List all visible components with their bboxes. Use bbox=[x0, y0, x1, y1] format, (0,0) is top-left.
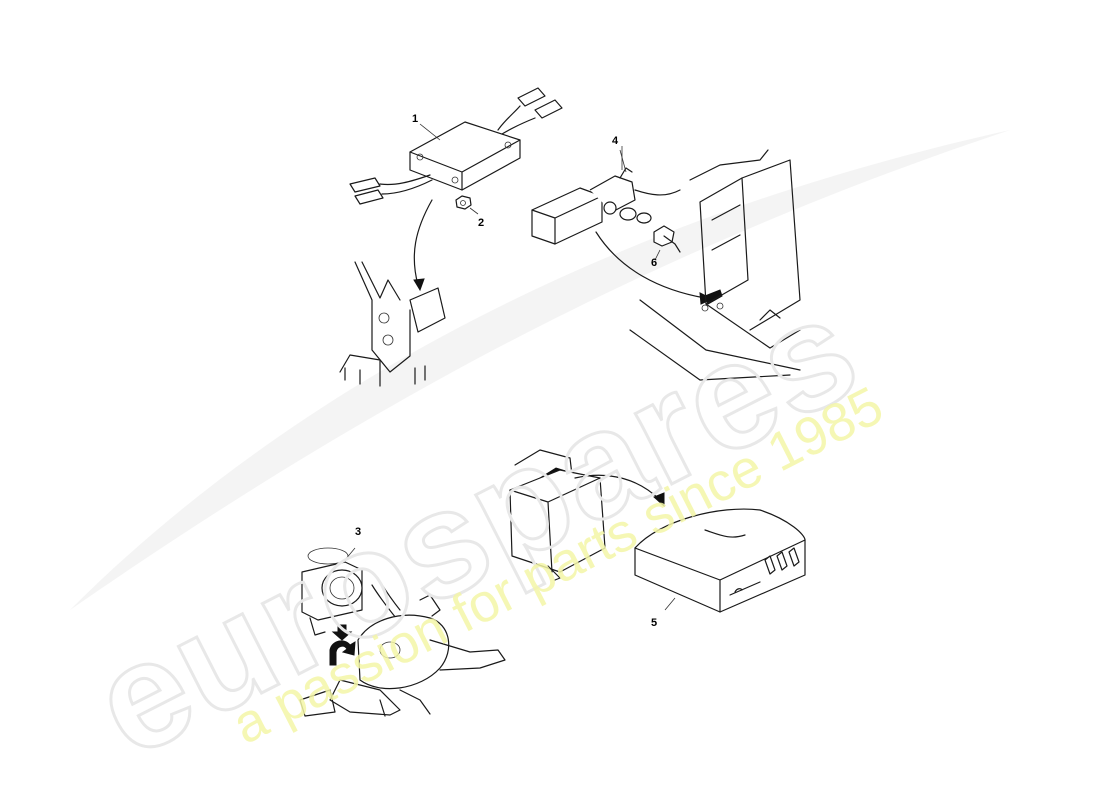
mounting-bracket bbox=[339, 261, 446, 387]
control-module bbox=[349, 87, 563, 205]
steering-column bbox=[299, 577, 506, 717]
body-frame bbox=[629, 149, 801, 381]
callout-2: 2 bbox=[478, 217, 484, 229]
immobiliser-module bbox=[509, 449, 606, 581]
callout-1: 1 bbox=[412, 113, 418, 125]
nut bbox=[455, 195, 479, 215]
callout-5: 5 bbox=[651, 617, 657, 629]
callout-4: 4 bbox=[612, 135, 619, 147]
relay bbox=[531, 149, 681, 245]
bolt bbox=[653, 225, 681, 261]
callout-6: 6 bbox=[651, 257, 657, 269]
clock-spring bbox=[301, 547, 363, 666]
callout-3: 3 bbox=[355, 526, 361, 538]
ecu-box bbox=[634, 508, 806, 613]
callout-leaders bbox=[419, 123, 623, 170]
